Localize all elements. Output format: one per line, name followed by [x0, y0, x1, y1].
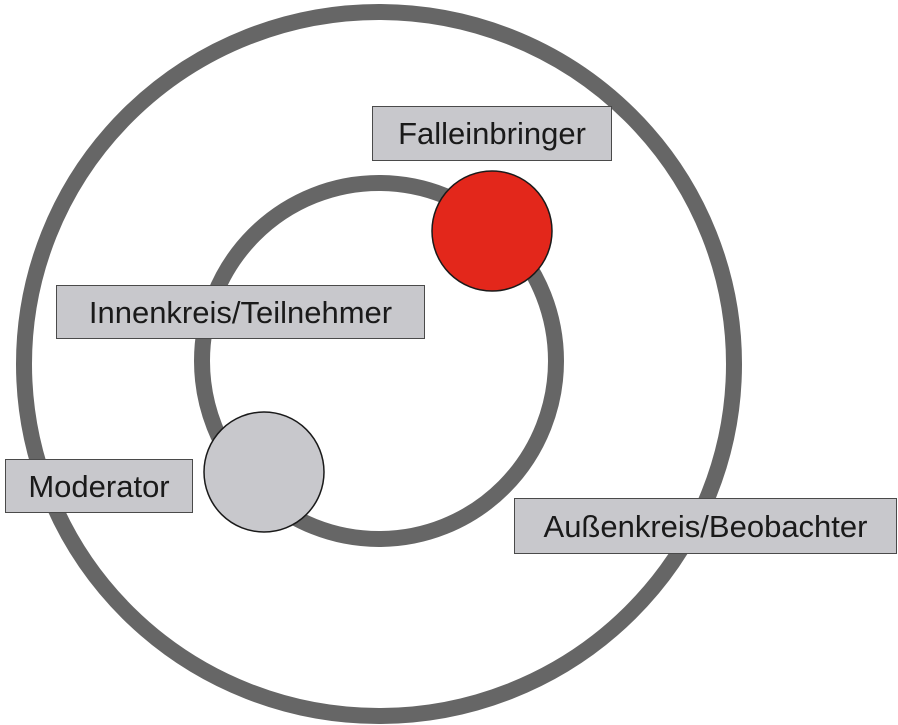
aussenkreis-label: Außenkreis/Beobachter — [514, 498, 897, 554]
moderator-label: Moderator — [5, 459, 193, 513]
moderator-dot — [203, 411, 325, 533]
falleinbringer-label: Falleinbringer — [372, 106, 612, 161]
outer-ring — [16, 4, 742, 724]
falleinbringer-dot — [431, 170, 553, 292]
inner-ring — [194, 175, 564, 547]
innenkreis-label: Innenkreis/Teilnehmer — [56, 285, 425, 339]
